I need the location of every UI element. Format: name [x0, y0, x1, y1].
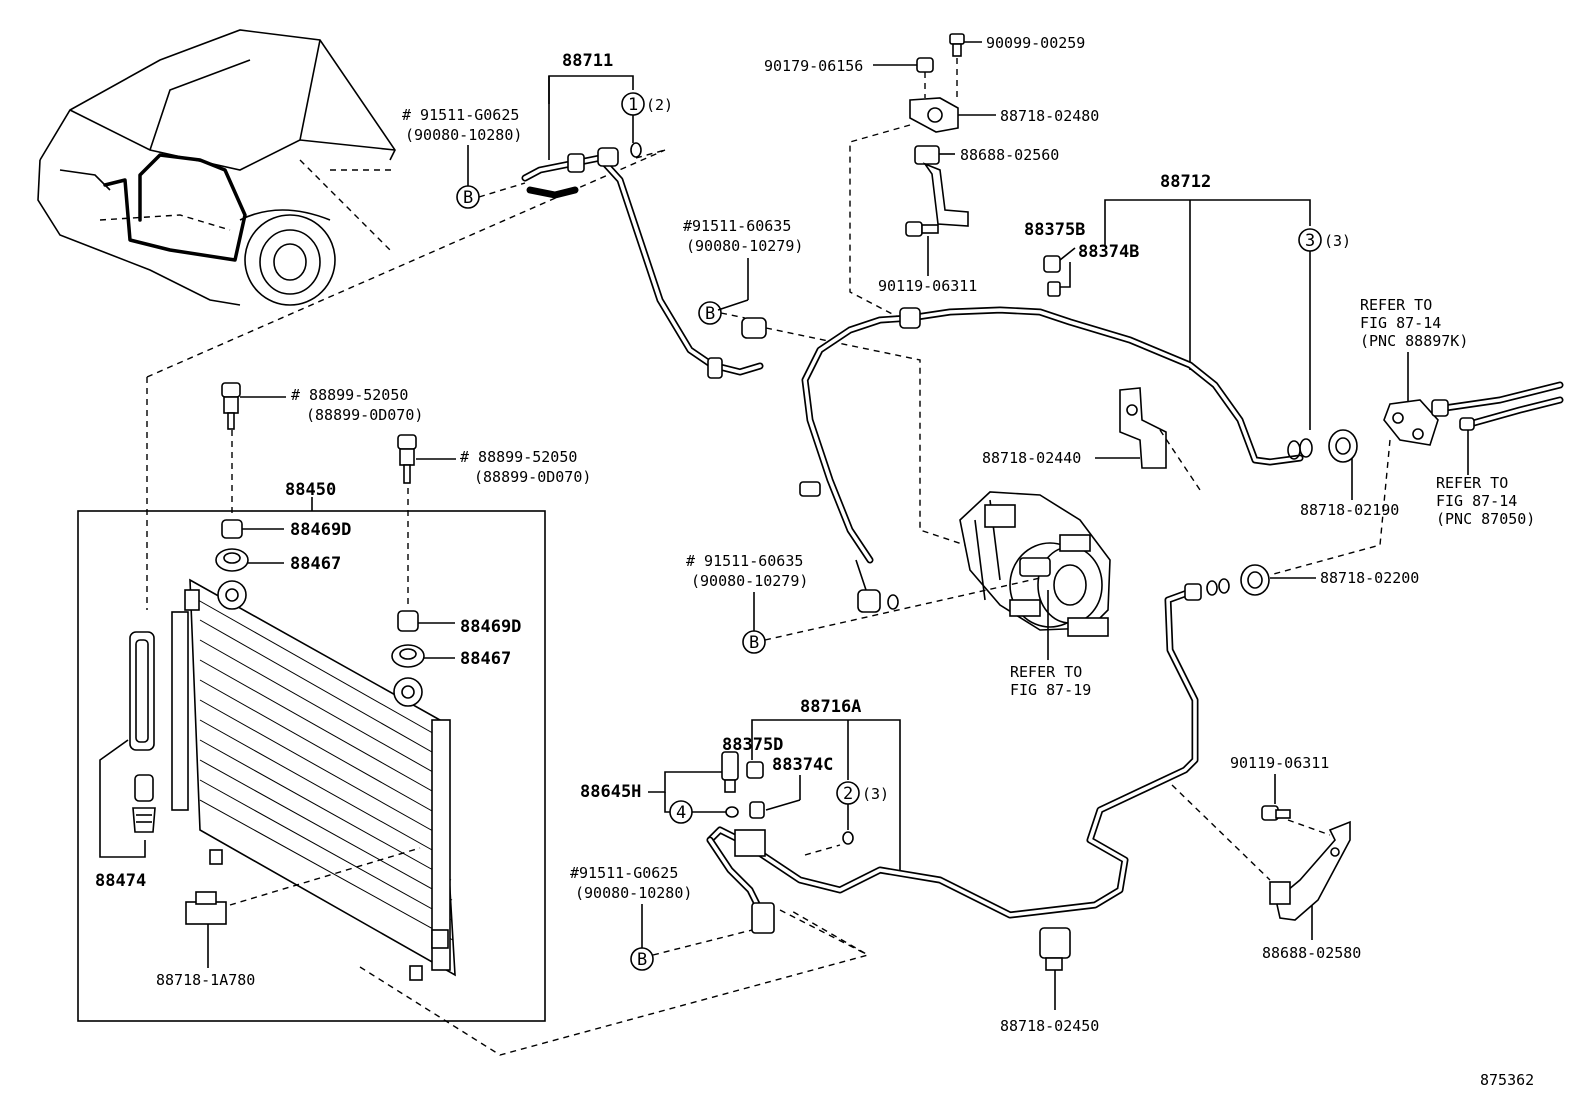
label-88474: 88474 [95, 871, 146, 891]
compressor: REFER TO FIG 87-19 [959, 491, 1111, 699]
label-88469d-b: 88469D [460, 617, 521, 637]
label-88374c: 88374C [772, 755, 833, 775]
discharge-hose-88711: 88711 1 (2) [521, 51, 1041, 571]
bracket-88718-02440: 88718-02440 [982, 387, 1201, 491]
label-88467-b: 88467 [460, 649, 511, 669]
refer-b-line2: FIG 87-14 [1436, 492, 1517, 510]
label-90080-10280-bottom: (90080-10280) [575, 884, 692, 902]
label-88688-02560: 88688-02560 [960, 146, 1059, 164]
label-90080-10279-b: (90080-10279) [691, 572, 808, 590]
label-88718-1a780: 88718-1A780 [156, 971, 255, 989]
mark-3: 3 [1305, 231, 1315, 251]
label-90080-10280-top: (90080-10280) [405, 126, 522, 144]
bolt-ref-91511-60635-a: #91511-60635 (90080-10279) B [683, 217, 803, 325]
label-88718-02450: 88718-02450 [1000, 1017, 1099, 1035]
label-90119-06311-top: 90119-06311 [878, 277, 977, 295]
label-88469d-a: 88469D [290, 520, 351, 540]
label-90119-06311-bottom: 90119-06311 [1230, 754, 1329, 772]
circle-mark-b-4 [630, 947, 654, 971]
label-88716a: 88716A [800, 697, 861, 717]
refer-87-19-line1: REFER TO [1010, 663, 1082, 681]
mark-3-qty: (3) [1324, 232, 1351, 250]
refer-a-line3: (PNC 88897K) [1360, 332, 1468, 350]
label-88899-0d070-a: (88899-0D070) [306, 406, 423, 424]
leader-dash-top-a [146, 149, 666, 378]
mark-2: 2 [843, 784, 853, 804]
mark-b-4: B [637, 950, 647, 970]
label-90179-06156: 90179-06156 [764, 57, 863, 75]
label-90099-00259: 90099-00259 [986, 34, 1085, 52]
mark-b-3: B [749, 633, 759, 653]
clamp-88718-02450: 88718-02450 [1000, 927, 1099, 1035]
label-88467-a: 88467 [290, 554, 341, 574]
refer-87-19-line2: FIG 87-19 [1010, 681, 1091, 699]
bracket-88718-1a780: 88718-1A780 [156, 847, 421, 989]
label-88375d: 88375D [722, 735, 783, 755]
label-88718-02440: 88718-02440 [982, 449, 1081, 467]
bolt-ref-91511-g0625-bottom: #91511-G0625 (90080-10280) B [570, 864, 753, 971]
receiver-dryer-parts: 88474 [95, 631, 156, 891]
refer-a-line1: REFER TO [1360, 296, 1432, 314]
right-cap-stack: 88469D 88467 [391, 488, 521, 669]
liquid-pipe-88716a: 88718-02200 88716A 88375D 88374C 88645H … [580, 564, 1419, 956]
top-bracket-stack: 90099-00259 90179-06156 88718-02480 8868… [764, 33, 1099, 319]
condenser-core [171, 578, 456, 981]
label-88374b: 88374B [1078, 242, 1139, 262]
mark-b-1: B [463, 188, 473, 208]
mark-4: 4 [676, 803, 686, 823]
label-90080-10279-a: (90080-10279) [686, 237, 803, 255]
label-88688-02580: 88688-02580 [1262, 944, 1361, 962]
label-91511-g0625-top: # 91511-G0625 [402, 106, 519, 124]
refer-fig-87-14-a: REFER TO FIG 87-14 (PNC 88897K) REFER TO… [1269, 296, 1564, 576]
label-91511-g0625-bottom: #91511-G0625 [570, 864, 678, 882]
mark-1-qty: (2) [646, 96, 673, 114]
label-88718-02200: 88718-02200 [1320, 569, 1419, 587]
label-88712: 88712 [1160, 172, 1211, 192]
bolt-ref-91511-60635-b: # 91511-60635 (90080-10279) B [686, 552, 1041, 654]
condenser-assembly-group: 88450 [77, 430, 546, 1022]
refer-b-line1: REFER TO [1436, 474, 1508, 492]
label-88899-0d070-b: (88899-0D070) [474, 468, 591, 486]
refer-a-line2: FIG 87-14 [1360, 314, 1441, 332]
leader-dash-bottom [359, 909, 870, 1056]
label-88718-02190: 88718-02190 [1300, 501, 1399, 519]
label-91511-60635-a: #91511-60635 [683, 217, 791, 235]
label-88450: 88450 [285, 480, 336, 500]
figure-number: 875362 [1480, 1071, 1534, 1089]
mark-1: 1 [628, 95, 638, 115]
bolt-ref-91511-g0625-top: # 91511-G0625 (90080-10280) B [402, 106, 526, 209]
label-88375b: 88375B [1024, 220, 1085, 240]
bracket-88688-02580: 90119-06311 88688-02580 [1230, 754, 1361, 962]
circle-mark-b-3 [742, 630, 766, 654]
label-88899-52050-a: # 88899-52050 [291, 386, 408, 404]
vehicle-location-illustration [37, 29, 396, 306]
mark-2-qty: (3) [862, 785, 889, 803]
label-88645h: 88645H [580, 782, 641, 802]
left-cap-stack: 88469D 88467 [215, 430, 351, 574]
label-88899-52050-b: # 88899-52050 [460, 448, 577, 466]
label-91511-60635-b: # 91511-60635 [686, 552, 803, 570]
label-88718-02480: 88718-02480 [1000, 107, 1099, 125]
label-88711: 88711 [562, 51, 613, 71]
mark-b-2: B [705, 304, 715, 324]
suction-hose-88712: 88712 88375B 88374B 3 (3) 88718-02190 [799, 172, 1399, 613]
condenser-bolts: # 88899-52050 (88899-0D070) # 88899-5205… [221, 382, 591, 486]
refer-b-line3: (PNC 87050) [1436, 510, 1535, 528]
